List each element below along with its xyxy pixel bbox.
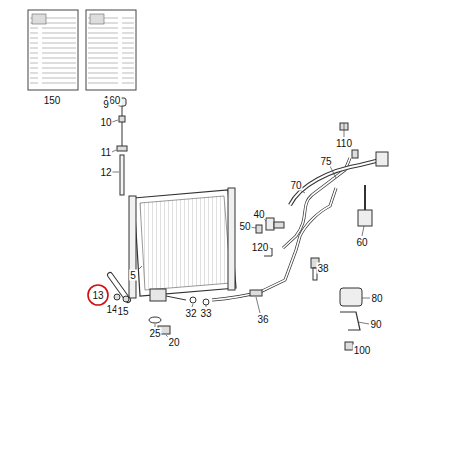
callout-number: 100 xyxy=(353,345,372,356)
callout-number: 9 xyxy=(102,99,110,110)
callout-number: 120 xyxy=(251,242,270,253)
drier-parts xyxy=(117,98,127,195)
callout-number: 12 xyxy=(99,167,112,178)
callout-number: 75 xyxy=(319,156,332,167)
callout-number: 70 xyxy=(289,180,302,191)
callout-number: 32 xyxy=(184,308,197,319)
callout-number: 40 xyxy=(252,209,265,220)
callout-number: 60 xyxy=(355,237,368,248)
callout-number: 80 xyxy=(370,293,383,304)
callout-number: 11 xyxy=(100,147,112,158)
callout-number: 15 xyxy=(116,306,129,317)
highlight-circle xyxy=(88,285,108,305)
hoses xyxy=(290,123,388,226)
callout-number: 25 xyxy=(148,328,161,339)
callout-number: 10 xyxy=(99,117,112,128)
callout-number: 38 xyxy=(316,263,329,274)
callout-number: 33 xyxy=(199,308,212,319)
leader-lines xyxy=(111,102,370,348)
callout-number: 20 xyxy=(167,337,180,348)
callout-number: 110 xyxy=(335,138,353,149)
drier-plug xyxy=(110,275,129,302)
callout-number: 90 xyxy=(369,319,382,330)
label-sheet xyxy=(28,10,136,90)
callout-number: 13 xyxy=(91,290,104,301)
refrigerant-line xyxy=(166,158,350,305)
callout-number: 36 xyxy=(256,314,269,325)
callout-number: 150 xyxy=(43,95,62,106)
callout-number: 5 xyxy=(129,270,137,281)
condenser xyxy=(129,188,236,301)
callout-number: 50 xyxy=(238,221,251,232)
fittings xyxy=(256,218,362,350)
